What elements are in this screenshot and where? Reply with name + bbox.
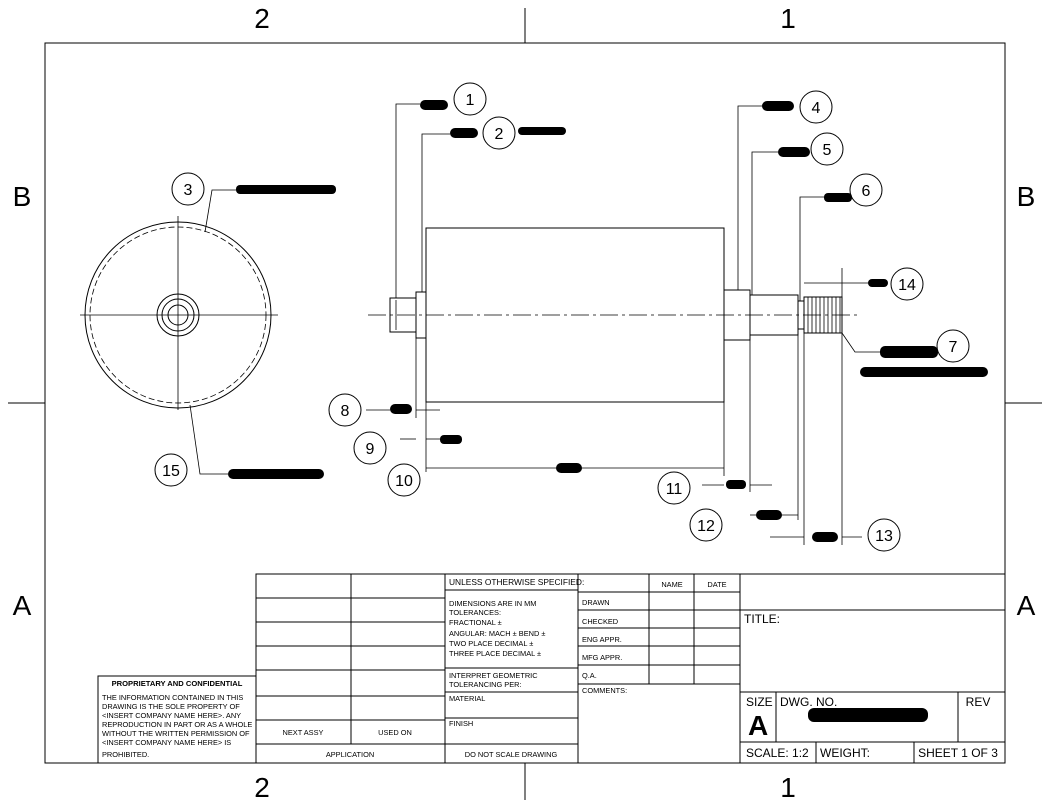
redacted-values — [228, 100, 988, 542]
svg-text:THREE PLACE DECIMAL ±: THREE PLACE DECIMAL ± — [449, 649, 541, 658]
balloon-12: 12 — [689, 508, 723, 542]
balloon-5: 5 — [810, 132, 844, 166]
svg-text:ENG APPR.: ENG APPR. — [582, 635, 622, 644]
svg-text:INTERPRET GEOMETRIC: INTERPRET GEOMETRIC — [449, 671, 538, 680]
next-assy-label: NEXT ASSY — [283, 728, 324, 737]
zone-label-left-lower: A — [13, 590, 32, 621]
balloon-13: 13 — [867, 518, 901, 552]
balloon-9: 9 — [353, 431, 387, 465]
svg-text:<INSERT COMPANY NAME HERE> IS: <INSERT COMPANY NAME HERE> IS — [102, 738, 231, 747]
svg-text:5: 5 — [823, 142, 832, 159]
svg-text:COMMENTS:: COMMENTS: — [582, 686, 627, 695]
scale-label: SCALE: 1:2 — [746, 746, 809, 760]
balloon-4: 4 — [799, 90, 833, 124]
svg-text:WITHOUT THE WRITTEN PERMISSION: WITHOUT THE WRITTEN PERMISSION OF — [102, 729, 250, 738]
svg-text:NAME: NAME — [661, 580, 682, 589]
svg-text:DATE: DATE — [707, 580, 726, 589]
used-on-label: USED ON — [378, 728, 412, 737]
svg-text:12: 12 — [697, 518, 715, 535]
svg-text:TOLERANCES:: TOLERANCES: — [449, 608, 501, 617]
svg-text:8: 8 — [341, 403, 350, 420]
svg-text:10: 10 — [395, 473, 413, 490]
zone-label-top-left: 2 — [254, 3, 270, 34]
svg-text:FRACTIONAL ±: FRACTIONAL ± — [449, 618, 502, 627]
svg-text:MFG APPR.: MFG APPR. — [582, 653, 622, 662]
rev-label: REV — [966, 695, 991, 709]
balloon-14: 14 — [890, 267, 924, 301]
svg-text:THE INFORMATION CONTAINED IN T: THE INFORMATION CONTAINED IN THIS — [102, 693, 243, 702]
svg-text:TWO PLACE DECIMAL ±: TWO PLACE DECIMAL ± — [449, 639, 533, 648]
application-label: APPLICATION — [326, 750, 374, 759]
balloon-8: 8 — [328, 393, 362, 427]
dwg-no-label: DWG. NO. — [780, 695, 837, 709]
size-label: SIZE — [746, 695, 773, 709]
svg-text:3: 3 — [184, 182, 193, 199]
svg-text:11: 11 — [666, 481, 683, 498]
balloon-10: 10 — [387, 463, 421, 497]
svg-text:Q.A.: Q.A. — [582, 671, 597, 680]
svg-text:13: 13 — [875, 528, 893, 545]
title-label: TITLE: — [744, 612, 780, 626]
svg-text:9: 9 — [366, 441, 375, 458]
svg-text:MATERIAL: MATERIAL — [449, 694, 485, 703]
svg-text:DRAWN: DRAWN — [582, 598, 610, 607]
zone-label-bottom-right: 1 — [780, 772, 796, 803]
svg-text:6: 6 — [862, 183, 871, 200]
do-not-scale-label: DO NOT SCALE DRAWING — [465, 750, 558, 759]
svg-text:FINISH: FINISH — [449, 719, 473, 728]
svg-text:2: 2 — [495, 126, 504, 143]
svg-text:4: 4 — [812, 100, 821, 117]
balloon-3: 3 — [171, 172, 205, 206]
balloon-15: 15 — [154, 453, 188, 487]
svg-text:1: 1 — [466, 92, 475, 109]
redacted-dwg-no — [808, 708, 928, 722]
sheet-label: SHEET 1 OF 3 — [918, 746, 998, 760]
zone-label-left-upper: B — [13, 181, 32, 212]
unless-specified-label: UNLESS OTHERWISE SPECIFIED: — [449, 577, 584, 587]
svg-text:ANGULAR: MACH ± BEND ±: ANGULAR: MACH ± BEND ± — [449, 629, 545, 638]
svg-text:TOLERANCING PER:: TOLERANCING PER: — [449, 680, 522, 689]
svg-text:15: 15 — [162, 463, 180, 480]
zone-label-right-lower: A — [1017, 590, 1036, 621]
weight-label: WEIGHT: — [820, 746, 870, 760]
size-value: A — [748, 710, 768, 741]
balloon-11: 11 — [657, 471, 691, 505]
svg-text:DRAWING IS THE SOLE PROPERTY O: DRAWING IS THE SOLE PROPERTY OF — [102, 702, 240, 711]
svg-text:14: 14 — [898, 277, 916, 294]
end-view — [80, 216, 278, 410]
title-block: NEXT ASSY USED ON APPLICATION UNLESS OTH… — [97, 573, 1006, 764]
svg-text:CHECKED: CHECKED — [582, 617, 618, 626]
zone-label-right-upper: B — [1017, 181, 1036, 212]
balloon-2: 2 — [482, 116, 516, 150]
proprietary-title: PROPRIETARY AND CONFIDENTIAL — [112, 679, 243, 688]
balloon-1: 1 — [453, 82, 487, 116]
svg-text:DIMENSIONS ARE IN MM: DIMENSIONS ARE IN MM — [449, 599, 536, 608]
svg-text:<INSERT COMPANY NAME HERE>. A: <INSERT COMPANY NAME HERE>. ANY — [102, 711, 241, 720]
side-view — [368, 227, 860, 403]
svg-text:REPRODUCTION IN PART OR AS A W: REPRODUCTION IN PART OR AS A WHOLE — [102, 720, 252, 729]
balloon-6: 6 — [849, 173, 883, 207]
balloon-7: 7 — [936, 329, 970, 363]
zone-label-bottom-left: 2 — [254, 772, 270, 803]
svg-text:7: 7 — [949, 339, 958, 356]
svg-text:PROHIBITED.: PROHIBITED. — [102, 750, 149, 759]
zone-label-top-right: 1 — [780, 3, 796, 34]
